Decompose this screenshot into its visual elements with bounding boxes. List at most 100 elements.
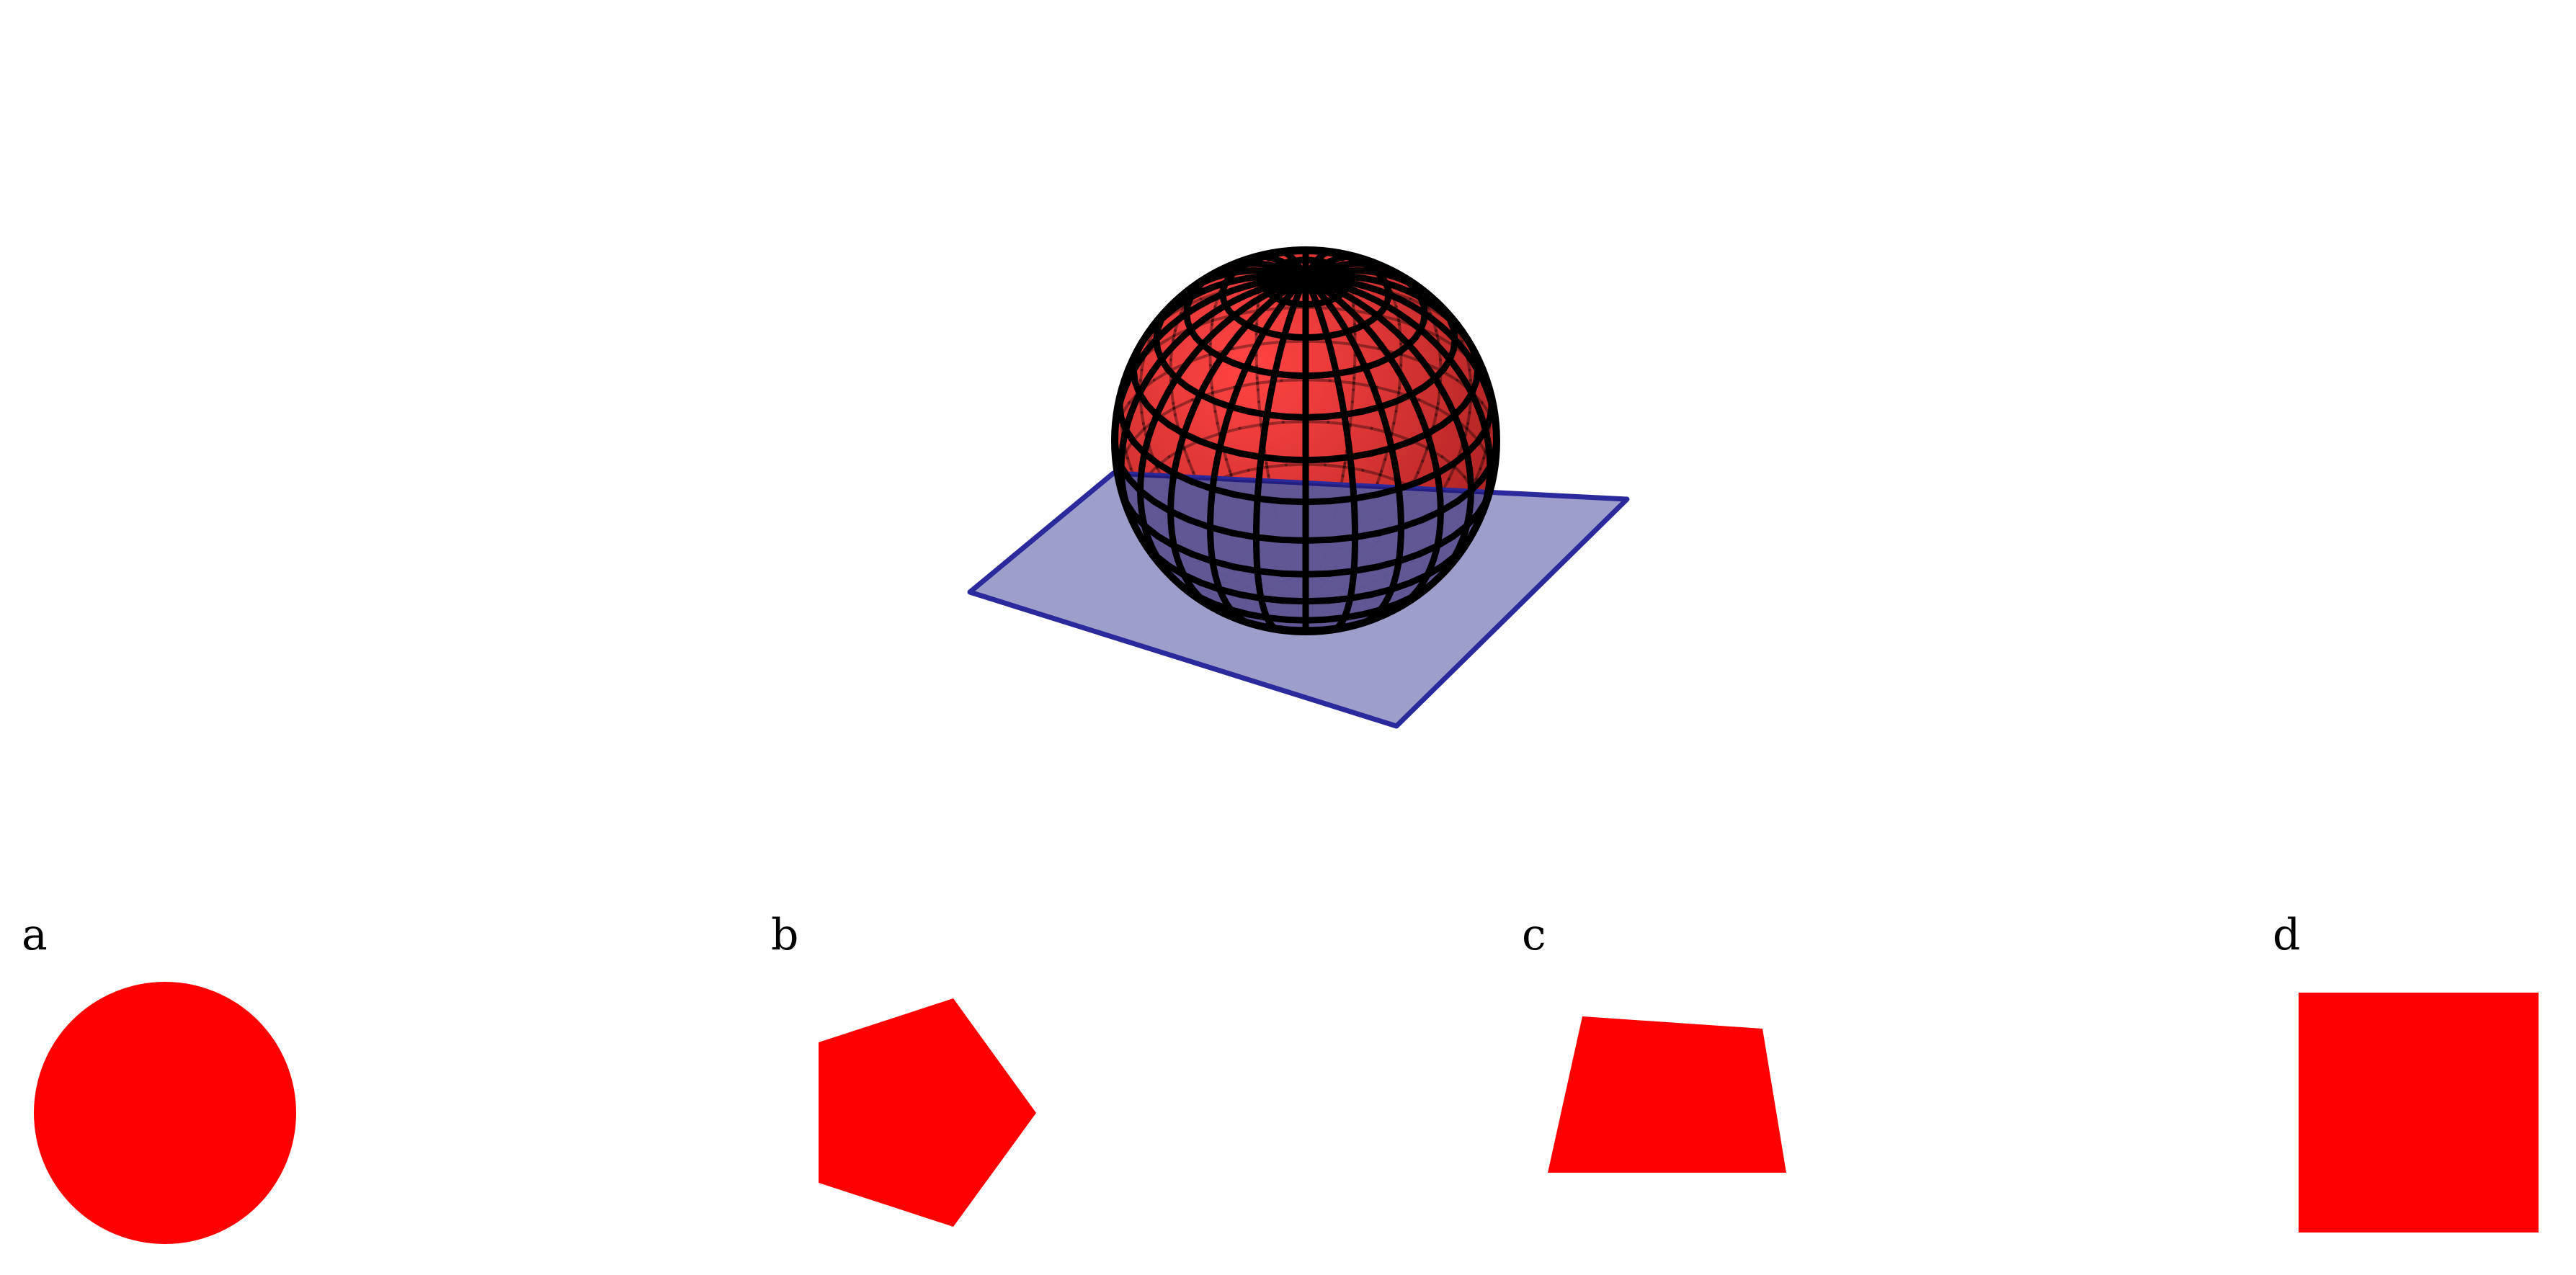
sphere-parallel-hidden xyxy=(1390,431,1412,442)
sphere-meridian-hidden xyxy=(1352,376,1356,392)
sphere-meridian-hidden xyxy=(1224,457,1231,473)
sphere-parallel xyxy=(1252,534,1284,543)
option-d[interactable]: d xyxy=(2273,910,2539,1232)
sphere-meridian-hidden xyxy=(1392,410,1398,425)
sphere-parallel xyxy=(1254,495,1285,505)
sphere-parallel-hidden xyxy=(1265,463,1288,469)
sphere-parallel xyxy=(1257,595,1287,604)
sphere-parallel xyxy=(1324,454,1354,463)
sphere-parallel-hidden xyxy=(1453,465,1466,479)
sphere-meridian-hidden xyxy=(1256,388,1261,403)
sphere-parallel-hidden xyxy=(1156,334,1176,347)
sphere-parallel-hidden xyxy=(1238,423,1263,430)
sphere-meridian-hidden xyxy=(1479,456,1486,470)
sphere-parallel xyxy=(1209,558,1238,571)
option-c-label: c xyxy=(1522,910,1546,960)
sphere-parallel xyxy=(1231,563,1261,575)
sphere-parallel xyxy=(1229,529,1260,541)
sphere-meridian-hidden xyxy=(1139,400,1144,414)
sphere-parallel xyxy=(1373,486,1402,498)
sphere-meridian-hidden xyxy=(1435,402,1440,416)
sphere-parallel xyxy=(1236,591,1265,602)
sphere-meridian-hidden xyxy=(1436,390,1441,405)
sphere-meridian-hidden xyxy=(1435,328,1440,341)
sphere-meridian-hidden xyxy=(1432,413,1438,428)
sphere-parallel-hidden xyxy=(1465,426,1479,442)
sphere-parallel-hidden xyxy=(1435,334,1455,347)
sphere-parallel xyxy=(1278,498,1309,506)
sphere-parallel xyxy=(1302,570,1334,578)
sphere-parallel xyxy=(1327,495,1358,505)
sphere-parallel xyxy=(1186,516,1213,531)
sphere-parallel xyxy=(1347,591,1375,602)
sphere-parallel-hidden xyxy=(1172,398,1194,410)
option-a[interactable]: a xyxy=(22,910,296,1244)
sphere-parallel-hidden xyxy=(1211,385,1236,395)
sphere-parallel-hidden xyxy=(1199,431,1221,442)
sphere-parallel xyxy=(1347,449,1375,460)
sphere-parallel-hidden xyxy=(1417,398,1439,410)
sphere-parallel xyxy=(1236,449,1265,460)
sphere-meridian-hidden xyxy=(1140,411,1145,426)
sphere-parallel-hidden xyxy=(1375,385,1401,395)
sphere-parallel-hidden xyxy=(1132,426,1146,442)
sphere-parallel-hidden xyxy=(1353,343,1381,350)
sphere-meridian-hidden xyxy=(1380,457,1387,473)
sphere-meridian-hidden xyxy=(1182,448,1190,463)
sphere-parallel xyxy=(1231,491,1261,502)
sphere-meridian-hidden xyxy=(1172,328,1177,341)
sphere-meridian-hidden xyxy=(1265,462,1270,478)
sphere-parallel xyxy=(1198,438,1224,452)
sphere-meridian-hidden xyxy=(1474,467,1482,481)
sphere-meridian-hidden xyxy=(1457,444,1464,459)
sphere-parallel-hidden xyxy=(1328,379,1355,385)
sphere-meridian xyxy=(1299,274,1309,288)
sphere-parallel xyxy=(1207,524,1236,537)
sphere-meridian-hidden xyxy=(1468,368,1472,382)
sphere-meridian-hidden xyxy=(1174,413,1180,428)
sphere-meridian-hidden xyxy=(1139,368,1144,382)
sphere-meridian-hidden xyxy=(1170,390,1175,405)
sphere-parallel xyxy=(1352,529,1382,541)
sphere-parallel-hidden xyxy=(1378,473,1399,482)
sphere-parallel xyxy=(1254,568,1285,577)
sphere-front-half xyxy=(1111,246,1500,635)
sphere-meridian-hidden xyxy=(1187,460,1195,475)
sphere-meridian-hidden xyxy=(1216,421,1222,437)
sphere-parallel xyxy=(1350,491,1381,502)
sphere-meridian-hidden xyxy=(1350,388,1355,403)
sphere-plane-scene xyxy=(967,246,1630,729)
sphere-parallel-hidden xyxy=(1324,463,1346,469)
sphere-meridian-hidden xyxy=(1425,304,1432,316)
sphere-meridian-hidden xyxy=(1421,448,1429,463)
trapezoid-shape xyxy=(1548,1016,1786,1173)
sphere-parallel-hidden xyxy=(1361,468,1382,477)
sphere-meridian-hidden xyxy=(1389,421,1396,437)
sphere-meridian-hidden xyxy=(1466,411,1471,426)
sphere-parallel xyxy=(1302,498,1334,506)
sphere-meridian-hidden xyxy=(1213,410,1219,425)
option-a-label: a xyxy=(22,910,48,960)
sphere-parallel xyxy=(1388,438,1414,452)
sphere-parallel xyxy=(1398,516,1425,531)
circle-shape xyxy=(34,982,296,1244)
sphere-meridian-hidden xyxy=(1172,402,1177,416)
square-shape xyxy=(2299,993,2539,1232)
option-b[interactable]: b xyxy=(771,910,1036,1227)
sphere-meridian-hidden xyxy=(1447,466,1456,480)
sphere-meridian-hidden xyxy=(1416,460,1425,475)
sphere-parallel xyxy=(1327,534,1359,543)
sphere-parallel-hidden xyxy=(1229,468,1250,477)
sphere-parallel xyxy=(1327,568,1358,577)
option-c[interactable]: c xyxy=(1522,910,1786,1173)
sphere-meridian-hidden xyxy=(1376,470,1383,485)
sphere-parallel xyxy=(1216,444,1244,457)
sphere-parallel xyxy=(1375,524,1404,537)
sphere-meridian-hidden xyxy=(1468,400,1472,414)
sphere-meridian-hidden xyxy=(1126,456,1133,470)
sphere-parallel xyxy=(1257,454,1287,463)
sphere-parallel xyxy=(1350,563,1381,575)
sphere-parallel-hidden xyxy=(1231,343,1258,350)
sphere-parallel xyxy=(1368,444,1395,457)
